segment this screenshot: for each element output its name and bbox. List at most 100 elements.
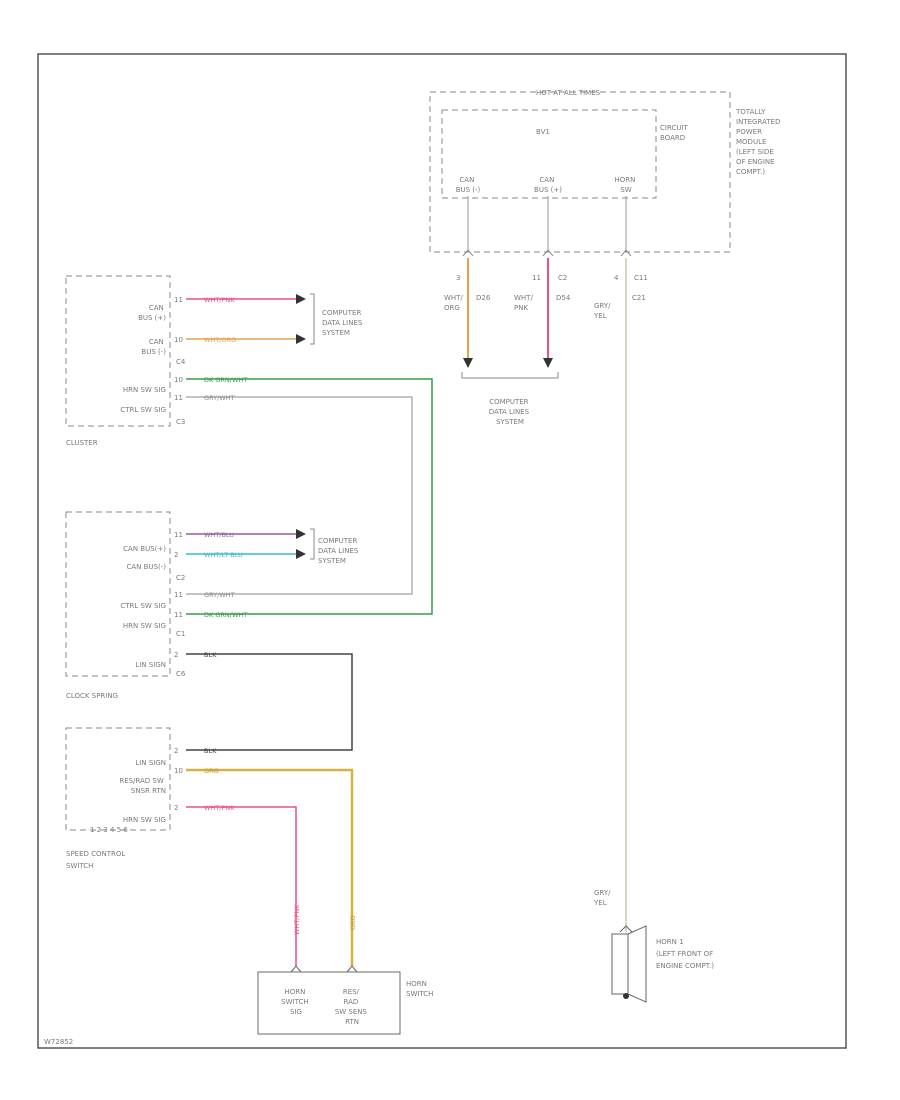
cs-connector-c6: C6 bbox=[176, 670, 186, 678]
wire-dk-grn-wht bbox=[186, 378, 433, 615]
horn-label: HORN 1 (LEFT FRONT OF ENGINE COMPT.) bbox=[656, 938, 715, 970]
cs-wire-label: GRY/WHT bbox=[204, 591, 235, 599]
sc-wire-label: ORG bbox=[204, 767, 219, 775]
tipm-circuit-2: D54 bbox=[556, 294, 571, 302]
horn-switch: HORN SWITCH SIG RES/ RAD SW SENS RTN HOR… bbox=[257, 965, 433, 1035]
diagram-code: W72852 bbox=[44, 1038, 73, 1046]
cs-wire-label: DK GRN/WHT bbox=[204, 611, 247, 619]
tipm-circuit-3: C21 bbox=[632, 294, 646, 302]
cluster-pin: 11 bbox=[174, 394, 183, 402]
cs-connector-c2: C2 bbox=[176, 574, 185, 582]
cs-pin: 2 bbox=[174, 551, 178, 559]
arrow-right-icon bbox=[296, 529, 306, 539]
cluster-data-lines-label: COMPUTER DATA LINES SYSTEM bbox=[322, 309, 365, 337]
horn-1: GRY/ YEL HORN 1 (LEFT FRONT OF ENGINE CO… bbox=[593, 889, 715, 1003]
tipm-connector-tick bbox=[462, 249, 474, 257]
horn-icon bbox=[627, 925, 647, 1003]
cluster-label: CLUSTER bbox=[66, 439, 98, 447]
connector-tick bbox=[290, 965, 302, 973]
tipm-data-lines-label: COMPUTER DATA LINES SYSTEM bbox=[489, 398, 532, 426]
cs-wire-label: BLK bbox=[204, 651, 217, 659]
data-lines-bracket bbox=[310, 528, 315, 560]
sc-wire-label: WHT/PNK bbox=[204, 804, 235, 812]
clock-spring-module: CAN BUS(+) CAN BUS(-) C2 CTRL SW SIG HRN… bbox=[65, 511, 186, 700]
tipm-pin-number: 11 bbox=[532, 274, 541, 282]
horn-switch-res-rad-label: RES/ RAD SW SENS RTN bbox=[335, 988, 369, 1026]
tipm-module: HOT AT ALL TIMES TOTALLY INTEGRATED POWE… bbox=[429, 89, 783, 320]
cluster-wire-label: DK GRN/WHT bbox=[204, 376, 247, 384]
connector-tick bbox=[346, 965, 358, 973]
cluster-ctrl-sw-label: CTRL SW SIG bbox=[120, 406, 166, 414]
circuit-board-outline bbox=[441, 109, 657, 199]
tipm-connector-id: C11 bbox=[634, 274, 648, 282]
speed-control-switch: LIN SIGN RES/RAD SW SNSR RTN HRN SW SIG … bbox=[65, 727, 183, 870]
horn-body bbox=[611, 933, 629, 995]
hot-at-all-times-label: HOT AT ALL TIMES bbox=[536, 89, 601, 97]
clock-spring-label: CLOCK SPRING bbox=[66, 692, 118, 700]
cs-can-plus-label: CAN BUS(+) bbox=[123, 545, 166, 553]
cluster-connector-a: C4 bbox=[176, 358, 186, 366]
tipm-pin-number: 3 bbox=[456, 274, 460, 282]
cluster-connector-b: C3 bbox=[176, 418, 185, 426]
sc-res-rad-label: RES/RAD SW SNSR RTN bbox=[119, 777, 166, 795]
data-lines-bracket bbox=[310, 293, 315, 345]
cs-lin-sign-label: LIN SIGN bbox=[135, 661, 166, 669]
cs-ctrl-sw-label: CTRL SW SIG bbox=[120, 602, 166, 610]
wire-gry-wht bbox=[186, 396, 413, 595]
horn-switch-sig-label: HORN SWITCH SIG bbox=[281, 988, 311, 1016]
tipm-pin-horn-sw-label: HORN SW bbox=[614, 176, 637, 194]
cs-connector-c1: C1 bbox=[176, 630, 185, 638]
circuit-board-label: CIRCUIT BOARD bbox=[660, 124, 690, 142]
horn-switch-wire-right-label: ORG bbox=[349, 915, 357, 930]
wire-org bbox=[186, 768, 354, 966]
cs-wire-label: WHT/LT BLU bbox=[204, 551, 243, 559]
sc-lin-sign-label: LIN SIGN bbox=[135, 759, 166, 767]
cluster-hrn-sw-label: HRN SW SIG bbox=[123, 386, 166, 394]
cs-pin: 11 bbox=[174, 611, 183, 619]
arrow-right-icon bbox=[296, 334, 306, 344]
connector-tick bbox=[619, 925, 633, 933]
cs-hrn-sw-label: HRN SW SIG bbox=[123, 622, 166, 630]
cs-pin: 11 bbox=[174, 591, 183, 599]
tipm-outline bbox=[429, 91, 731, 253]
cluster-can-minus-label: CAN BUS (-) bbox=[141, 338, 166, 356]
data-lines-bracket bbox=[461, 372, 559, 379]
tipm-pin-number: 4 bbox=[614, 274, 619, 282]
tipm-wire-color-2: WHT/ PNK bbox=[514, 294, 535, 312]
arrow-right-icon bbox=[296, 549, 306, 559]
tipm-wire-color-1: WHT/ ORG bbox=[444, 294, 465, 312]
cluster-outline bbox=[65, 275, 171, 427]
bus-label: BV1 bbox=[536, 128, 550, 136]
horn-wire-color: GRY/ YEL bbox=[593, 889, 613, 907]
cs-data-lines-label: COMPUTER DATA LINES SYSTEM bbox=[318, 537, 361, 565]
tipm-pin-can-plus-label: CAN BUS (+) bbox=[534, 176, 562, 194]
cluster-wire-label: GRY/WHT bbox=[204, 394, 235, 402]
wire-wht-pnk-horn bbox=[186, 806, 297, 966]
tipm-label: TOTALLY INTEGRATED POWER MODULE (LEFT SI… bbox=[735, 108, 783, 176]
tipm-connector-tick bbox=[620, 249, 632, 257]
speed-control-label: SPEED CONTROL SWITCH bbox=[66, 850, 128, 870]
wire-blk bbox=[186, 653, 353, 751]
arrow-down-icon bbox=[463, 358, 473, 368]
tipm-connector-id: C2 bbox=[558, 274, 567, 282]
horn-switch-outline bbox=[257, 971, 401, 1035]
cluster-pin: 11 bbox=[174, 296, 183, 304]
cs-wire-label: WHT/BLU bbox=[204, 531, 234, 539]
arrow-down-icon bbox=[543, 358, 553, 368]
cluster-wire-label: WHT/PNK bbox=[204, 296, 235, 304]
sc-bottom-pins: 1 2 3 4 5 6 bbox=[90, 826, 128, 834]
sc-pin: 2 bbox=[174, 804, 178, 812]
tipm-pin-can-minus-label: CAN BUS (-) bbox=[456, 176, 481, 194]
sc-pin: 10 bbox=[174, 767, 183, 775]
cluster-pin: 10 bbox=[174, 376, 183, 384]
cs-can-minus-label: CAN BUS(-) bbox=[127, 563, 167, 571]
sc-pin: 2 bbox=[174, 747, 178, 755]
cluster-pin: 10 bbox=[174, 336, 183, 344]
horn-switch-wire-left-label: WHT/PNK bbox=[293, 904, 301, 935]
cs-pin: 11 bbox=[174, 531, 183, 539]
cs-pin: 2 bbox=[174, 651, 178, 659]
tipm-connector-tick bbox=[542, 249, 554, 257]
sc-hrn-sw-label: HRN SW SIG bbox=[123, 816, 166, 824]
clock-spring-outline bbox=[65, 511, 171, 677]
arrow-right-icon bbox=[296, 294, 306, 304]
